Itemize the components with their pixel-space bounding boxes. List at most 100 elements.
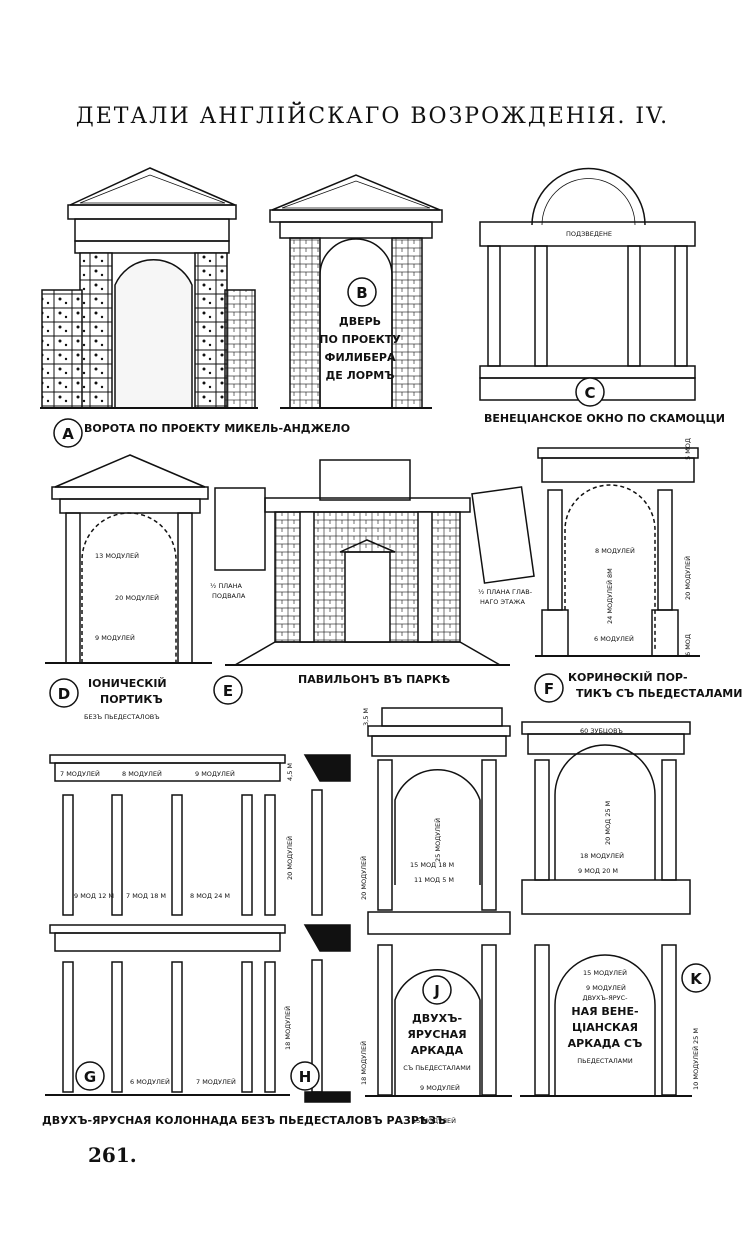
figure-g-dim: 7 МОДУЛЕЙ: [196, 1077, 236, 1086]
figure-f-letter: F: [544, 680, 554, 698]
figure-a-letter: A: [62, 425, 74, 443]
figure-f-marker: [534, 673, 564, 703]
figure-k-dim: 9 МОДУЛЕЙ: [586, 983, 626, 992]
figure-j-caption-line: АРКАДА: [411, 1044, 464, 1057]
figure-b-door: [269, 174, 443, 409]
figure-g-dim: 18 МОДУЛЕЙ: [283, 1006, 292, 1050]
figure-d-ionic-portico: [45, 454, 212, 664]
figure-e-letter: E: [223, 682, 233, 700]
figure-g-dims: 7 МОДУЛЕЙ 8 МОДУЛЕЙ 9 МОДУЛЕЙ 4,5 М 20 М…: [60, 763, 294, 1086]
figure-b-caption-line: ПО ПРОЕКТУ: [319, 333, 401, 346]
figure-g-dim: 8 МОДУЛЕЙ: [122, 769, 162, 778]
figure-d-dim: 13 МОДУЛЕЙ: [95, 551, 139, 560]
figure-j-dim: 9 МОДУЛЕЙ: [420, 1083, 460, 1092]
figure-c-caption: ВЕНЕЦІАНСКОЕ ОКНО ПО СКАМОЦЦИ: [484, 412, 725, 425]
figure-e-plan-right: ½ ПЛАНА ГЛАВ-: [478, 588, 533, 596]
figure-b-caption-line: ФИЛИБЕРА: [325, 351, 396, 364]
figure-k-dim: 18 МОДУЛЕЙ: [580, 851, 624, 860]
figure-e-plan-right: НАГО ЭТАЖА: [480, 598, 525, 606]
figure-j-dim: 15 МОД 18 М: [410, 861, 454, 869]
figure-k-venetian-arcade: [520, 721, 692, 1097]
figure-a-marker: [53, 418, 83, 448]
figure-j-caption-line: СЪ ПЬЕДЕСТАЛАМИ: [403, 1064, 471, 1072]
figure-h-letter: H: [299, 1068, 312, 1086]
figure-f-dim: 24 МОДУЛЕЙ 8М: [605, 568, 614, 624]
figure-j-letter: J: [433, 982, 440, 1000]
figure-k-dim: 15 МОДУЛЕЙ: [583, 968, 627, 977]
figure-e-marker: [213, 675, 243, 705]
figure-g-dim: 4,5 М: [286, 763, 294, 781]
bottom-caption: ДВУХЪ-ЯРУСНАЯ КОЛОННАДА БЕЗЪ ПЬЕДЕСТАЛОВ…: [42, 1114, 446, 1127]
figure-k-caption-line: ДВУХЪ-ЯРУС-: [583, 994, 629, 1002]
figure-j-caption: ДВУХЪ- ЯРУСНАЯ АРКАДА СЪ ПЬЕДЕСТАЛАМИ: [403, 1012, 471, 1072]
figure-f-dim: 20 МОДУЛЕЙ: [683, 556, 692, 600]
figure-c-letter: C: [584, 384, 595, 402]
figure-j-dim: 11 МОД 5 М: [414, 876, 454, 884]
figure-g-letter: G: [84, 1068, 96, 1086]
figure-b-letter: B: [356, 284, 367, 302]
figure-j-marker: [422, 975, 452, 1005]
figure-d-letter: D: [58, 685, 70, 703]
figure-j-caption-line: ДВУХЪ-: [412, 1012, 462, 1025]
figure-e-plan-left: ½ ПЛАНА: [210, 582, 242, 590]
figure-e-pavilion: [214, 459, 535, 666]
figure-h-section: [303, 754, 351, 1103]
figure-d-dim: 20 МОДУЛЕЙ: [115, 593, 159, 602]
figure-d-dim: 9 МОДУЛЕЙ: [95, 633, 135, 642]
figure-k-caption-line: НАЯ ВЕНЕ-: [571, 1005, 638, 1018]
figure-j-dims: 3,5 М 20 МОДУЛЕЙ 25 МОДУЛЕЙ 15 МОД 18 М …: [359, 708, 460, 1125]
figure-a-gate: [40, 167, 258, 409]
figure-e-plan-left: ПОДВАЛА: [212, 592, 246, 600]
figure-e-caption: ПАВИЛЬОНЪ ВЪ ПАРКѢ: [298, 673, 450, 686]
figure-b-caption-line: ДЕ ЛОРМЪ: [326, 369, 395, 382]
figure-f-dim: 5 МОД: [684, 438, 692, 460]
figure-f-dim: 6 МОДУЛЕЙ: [594, 634, 634, 643]
figure-g-dim: 6 МОДУЛЕЙ: [130, 1077, 170, 1086]
figure-k-caption-line: ПЬЕДЕСТАЛАМИ: [577, 1057, 633, 1065]
figure-d-marker: [49, 678, 79, 708]
figure-k-caption-line: АРКАДА СЪ: [568, 1037, 643, 1050]
figure-j-dim: 3,5 М: [362, 708, 370, 726]
figure-g-dim: 7 МОД 18 М: [126, 892, 166, 900]
figure-a-caption: ВОРОТА ПО ПРОЕКТУ МИКЕЛЬ-АНДЖЕЛО: [84, 422, 350, 435]
figure-f-dim: 8 МОДУЛЕЙ: [595, 546, 635, 555]
figure-b-marker: [347, 277, 377, 307]
figure-c-note: ПОДЗВЕДЕНЕ: [566, 230, 612, 238]
figure-j-arcade: [365, 707, 512, 1097]
figure-d-caption-line: БЕЗЪ ПЬЕДЕСТАЛОВЪ: [84, 713, 160, 721]
figure-j-dim: 15 МОДУЛЕЙ: [412, 1116, 456, 1125]
figure-g-colonnade: [45, 754, 290, 1096]
figure-c-venetian-window: [479, 167, 696, 401]
figure-j-dim: 20 МОДУЛЕЙ: [359, 856, 368, 900]
figure-k-dim: 60 ЗУБЦОВЪ: [580, 727, 623, 735]
figure-f-caption-line: КОРИНѲСКІЙ ПОР-: [568, 671, 688, 684]
figure-j-dim: 25 МОДУЛЕЙ: [433, 818, 442, 862]
figure-k-caption-line: ЦІАНСКАЯ: [572, 1021, 638, 1034]
figure-f-dim: 6 МОД: [684, 634, 692, 656]
figure-g-dim: 20 МОДУЛЕЙ: [285, 836, 294, 880]
figure-c-marker: [575, 377, 605, 407]
figure-g-marker: [75, 1061, 105, 1091]
figure-d-caption-line: ПОРТИКЪ: [100, 693, 163, 706]
figure-b-caption-line: ДВЕРЬ: [339, 315, 381, 328]
figure-j-caption-line: ЯРУСНАЯ: [407, 1028, 466, 1041]
figure-k-dim: 20 МОД 25 М: [604, 801, 612, 845]
plate-title: ДЕТАЛИ АНГЛІЙСКАГО ВОЗРОЖДЕНІЯ. IV.: [75, 104, 670, 129]
figure-g-dim: 8 МОД 24 М: [190, 892, 230, 900]
figure-b-caption: ДВЕРЬ ПО ПРОЕКТУ ФИЛИБЕРА ДЕ ЛОРМЪ: [319, 315, 401, 382]
figure-k-dim: 10 МОДУЛЕЙ 25 М: [691, 1028, 700, 1090]
figure-d-caption-line: ІОНИЧЕСКІЙ: [88, 677, 167, 690]
page-number: 261.: [88, 1143, 137, 1167]
figure-g-dim: 7 МОДУЛЕЙ: [60, 769, 100, 778]
figure-f-corinthian-portico: [535, 447, 700, 657]
figure-g-dim: 9 МОДУЛЕЙ: [195, 769, 235, 778]
figure-g-dim: 9 МОД 12 М: [74, 892, 114, 900]
figure-k-dim: 9 МОД 20 М: [578, 867, 618, 875]
figure-f-caption-line: ТИКЪ СЪ ПЬЕДЕСТАЛАМИ: [576, 687, 742, 700]
figure-h-marker: [290, 1061, 320, 1091]
figure-k-letter: K: [690, 970, 703, 988]
figure-k-dims: 60 ЗУБЦОВЪ 20 МОД 25 М 18 МОДУЛЕЙ 9 МОД …: [578, 727, 700, 1090]
figure-k-marker: [681, 963, 711, 993]
figure-k-caption: ДВУХЪ-ЯРУС- НАЯ ВЕНЕ- ЦІАНСКАЯ АРКАДА СЪ…: [568, 994, 643, 1065]
